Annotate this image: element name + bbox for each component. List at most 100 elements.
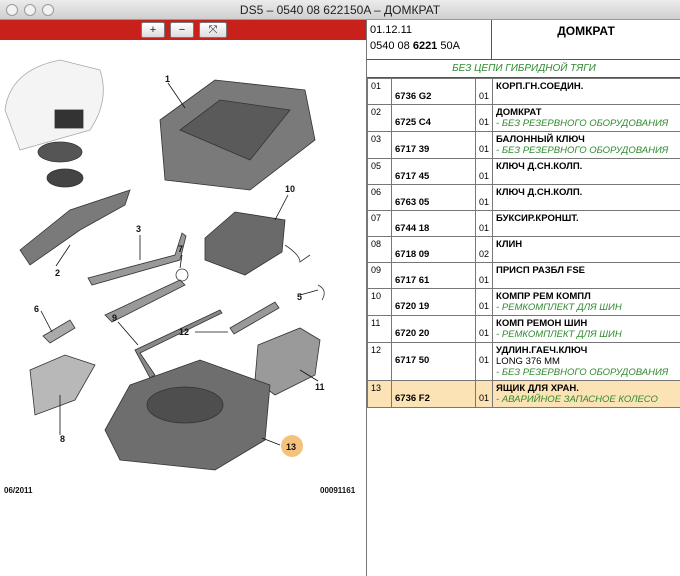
callout-12[interactable]: 12 [179, 327, 189, 337]
zoom-window-button[interactable] [42, 4, 54, 16]
callout-10[interactable]: 10 [285, 184, 295, 194]
part-7-bracket [104, 279, 186, 323]
part-code-cell[interactable]: 6717 45 [391, 158, 476, 185]
quantity-cell: 02 [474, 236, 494, 263]
minimize-window-button[interactable] [24, 4, 36, 16]
part-code-cell[interactable]: 6763 05 [391, 184, 476, 211]
quantity-cell: 01 [474, 288, 494, 316]
part-code-cell[interactable]: 6717 61 [391, 262, 476, 289]
part-10-hose [284, 244, 311, 263]
part-7-eye [175, 268, 189, 282]
part-8-wedge [29, 354, 96, 416]
description-cell: КОМПР РЕМ КОМПЛ- РЕМКОМПЛЕКТ ДЛЯ ШИН [492, 288, 680, 316]
part-code-cell[interactable]: 6720 19 [391, 288, 476, 316]
close-window-button[interactable] [6, 4, 18, 16]
parts-table: 01 6736 G2 01 КОРП.ГН.СОЕДИН.02 6725 C4 … [367, 78, 680, 408]
part-code-cell[interactable]: 6718 09 [391, 236, 476, 263]
zoom-in-button[interactable]: + [141, 22, 165, 38]
part-10-compressor [204, 211, 286, 276]
callout-5[interactable]: 5 [297, 292, 302, 302]
part-3-wrench [87, 232, 187, 286]
table-row[interactable]: 11 6720 20 01 КОМП РЕМОН ШИН- РЕМКОМПЛЕК… [367, 315, 680, 343]
part-name: КЛИН [496, 239, 523, 250]
table-row[interactable]: 01 6736 G2 01 КОРП.ГН.СОЕДИН. [367, 78, 680, 105]
zoom-fit-button[interactable]: ⤧ [199, 22, 227, 38]
part-name: УДЛИН.ГАЕЧ.КЛЮЧ [496, 345, 588, 356]
position-cell: 03 [367, 131, 392, 159]
window-title: DS5 – 0540 08 622150A – ДОМКРАТ [239, 3, 441, 17]
part-code-cell[interactable]: 6736 F2 [391, 380, 476, 408]
leader-6 [40, 310, 53, 333]
table-row[interactable]: 08 6718 09 02 КЛИН [367, 236, 680, 263]
callout-7[interactable]: 7 [178, 244, 183, 254]
part-name: КЛЮЧ Д.СН.КОЛП. [496, 161, 583, 172]
catalog-reference: 0540 08 6221 50A [370, 40, 460, 52]
callout-13[interactable]: 13 [286, 442, 296, 452]
part-note: - АВАРИЙНОЕ ЗАПАСНОЕ КОЛЕСО [496, 394, 658, 405]
part-1-cavity [179, 99, 291, 161]
zoom-in-icon: + [149, 24, 157, 36]
callout-8[interactable]: 8 [60, 434, 65, 444]
callout-9[interactable]: 9 [112, 313, 117, 323]
part-note: - РЕМКОМПЛЕКТ ДЛЯ ШИН [496, 329, 622, 340]
part-code-cell[interactable]: 6717 39 [391, 131, 476, 159]
position-cell: 11 [367, 315, 392, 343]
wheel-thumb [37, 141, 83, 163]
callout-11[interactable]: 11 [315, 382, 325, 392]
table-row[interactable]: 06 6763 05 01 КЛЮЧ Д.СН.КОЛП. [367, 184, 680, 211]
position-cell: 07 [367, 210, 392, 237]
position-cell: 09 [367, 262, 392, 289]
part-note: - БЕЗ РЕЗЕРВНОГО ОБОРУДОВАНИЯ [496, 118, 669, 129]
position-cell: 05 [367, 158, 392, 185]
part-code-cell[interactable]: 6744 18 [391, 210, 476, 237]
quantity-cell: 01 [474, 184, 494, 211]
part-note: - БЕЗ РЕЗЕРВНОГО ОБОРУДОВАНИЯ [496, 367, 669, 378]
callout-2[interactable]: 2 [55, 268, 60, 278]
table-row[interactable]: 05 6717 45 01 КЛЮЧ Д.СН.КОЛП. [367, 158, 680, 185]
leader-13 [261, 437, 281, 446]
part-code-cell[interactable]: 6717 50 [391, 342, 476, 381]
description-cell: ПРИСП РАЗБЛ FSE [492, 262, 680, 289]
callout-6[interactable]: 6 [34, 304, 39, 314]
part-name: БАЛОННЫЙ КЛЮЧ [496, 134, 585, 145]
table-row[interactable]: 09 6717 61 01 ПРИСП РАЗБЛ FSE [367, 262, 680, 289]
quantity-cell: 01 [474, 262, 494, 289]
part-note: - РЕМКОМПЛЕКТ ДЛЯ ШИН [496, 302, 622, 313]
part-note: - БЕЗ РЕЗЕРВНОГО ОБОРУДОВАНИЯ [496, 145, 669, 156]
quantity-cell: 01 [474, 131, 494, 159]
description-cell: КЛЮЧ Д.СН.КОЛП. [492, 158, 680, 185]
part-name: КОМПР РЕМ КОМПЛ [496, 291, 591, 302]
description-cell: КЛИН [492, 236, 680, 263]
table-row[interactable]: 13 6736 F2 01 ЯЩИК ДЛЯ ХРАН.- АВАРИЙНОЕ … [367, 380, 680, 408]
leader-9 [117, 321, 139, 346]
part-name: ПРИСП РАЗБЛ FSE [496, 265, 586, 276]
description-cell: ЯЩИК ДЛЯ ХРАН.- АВАРИЙНОЕ ЗАПАСНОЕ КОЛЕС… [492, 380, 680, 408]
table-row[interactable]: 10 6720 19 01 КОМПР РЕМ КОМПЛ- РЕМКОМПЛЕ… [367, 288, 680, 316]
quantity-cell: 01 [474, 78, 494, 105]
callout-1[interactable]: 1 [165, 74, 170, 84]
leader-11 [299, 369, 319, 382]
leader-10 [274, 194, 289, 221]
table-row[interactable]: 02 6725 C4 01 ДОМКРАТ- БЕЗ РЕЗЕРВНОГО ОБ… [367, 104, 680, 132]
part-code-cell[interactable]: 6725 C4 [391, 104, 476, 132]
callout-3[interactable]: 3 [136, 224, 141, 234]
diagram-id: 00091161 [320, 486, 356, 495]
spare-box-thumb [54, 109, 84, 129]
part-name-extra: LONG 376 MM [496, 356, 560, 367]
part-name: КОРП.ГН.СОЕДИН. [496, 81, 584, 92]
part-code-cell[interactable]: 6720 20 [391, 315, 476, 343]
description-cell: БУКСИР.КРОНШТ. [492, 210, 680, 237]
leader-2 [55, 244, 71, 267]
table-row[interactable]: 03 6717 39 01 БАЛОННЫЙ КЛЮЧ- БЕЗ РЕЗЕРВН… [367, 131, 680, 159]
description-cell: КЛЮЧ Д.СН.КОЛП. [492, 184, 680, 211]
quantity-cell: 01 [474, 342, 494, 381]
quantity-cell: 01 [474, 315, 494, 343]
table-row[interactable]: 07 6744 18 01 БУКСИР.КРОНШТ. [367, 210, 680, 237]
part-code-cell[interactable]: 6736 G2 [391, 78, 476, 105]
zoom-out-button[interactable]: − [170, 22, 194, 38]
title-bar: DS5 – 0540 08 622150A – ДОМКРАТ [0, 0, 680, 20]
description-cell: БАЛОННЫЙ КЛЮЧ- БЕЗ РЕЗЕРВНОГО ОБОРУДОВАН… [492, 131, 680, 159]
car-outline [4, 59, 104, 151]
